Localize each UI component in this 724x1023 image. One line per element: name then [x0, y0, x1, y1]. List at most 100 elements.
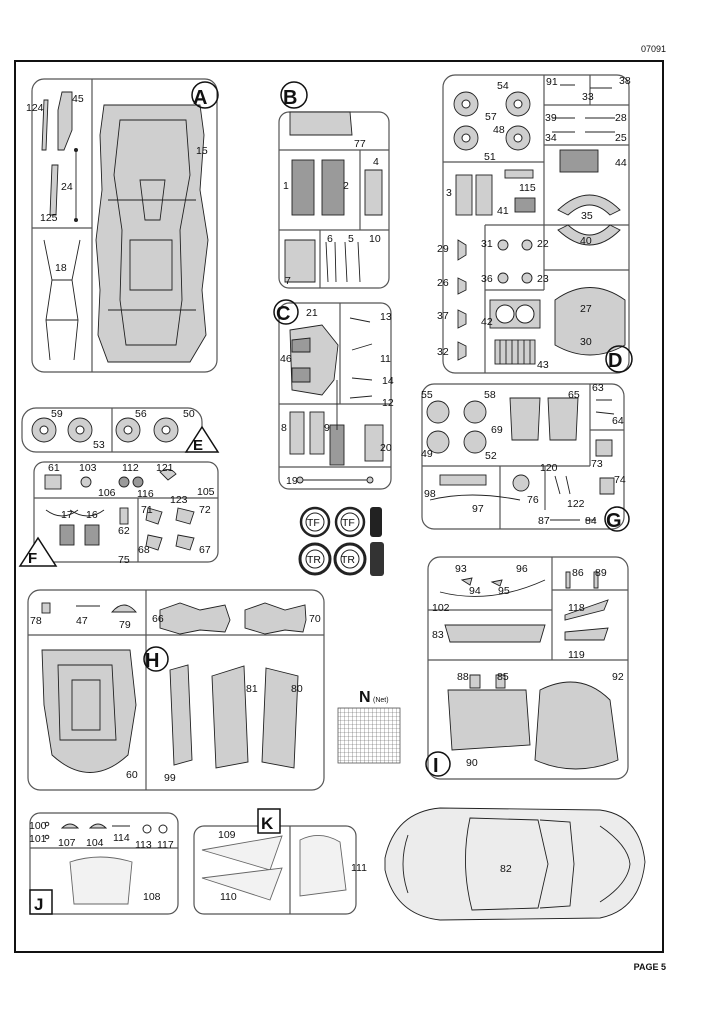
sprue-letter: A [193, 87, 207, 109]
part-number: 42 [481, 316, 493, 328]
part-number: 65 [568, 389, 580, 401]
svg-text:TF: TF [307, 517, 320, 529]
part-number: 80 [291, 683, 303, 695]
part-number: 18 [55, 262, 67, 274]
part-number: 110 [220, 891, 237, 903]
part-number: 91 [546, 76, 558, 88]
sprue-a: A 124 45 15 24 125 18 [26, 78, 219, 373]
part-number: 71 [141, 504, 153, 516]
part-number: 114 [113, 832, 130, 844]
part-number: 105 [197, 486, 215, 498]
part-number: 113 [135, 839, 152, 851]
part-number: 52 [485, 450, 497, 462]
part-number: 41 [497, 205, 509, 217]
part-number: 85 [497, 671, 509, 683]
part-number: 20 [380, 442, 392, 454]
part-number: 116 [137, 488, 154, 500]
part-number: 97 [472, 503, 484, 515]
tire-rear-1: TR [298, 542, 332, 576]
part-number: 27 [580, 303, 592, 315]
part-number: 62 [118, 525, 130, 537]
part-number: 115 [519, 182, 536, 194]
tire-front-1: TF [299, 506, 331, 538]
part-number: 70 [309, 613, 321, 625]
part-number: 15 [196, 145, 208, 157]
tire-front-2: TF [334, 506, 366, 538]
page-frame [14, 60, 664, 953]
sprue-e: E 59 53 56 50 [21, 407, 220, 454]
part-number: 100 [29, 820, 47, 832]
sprue-letter: J [34, 895, 43, 914]
part-number: 87 [538, 515, 550, 527]
part-number: 44 [615, 157, 627, 169]
part-number: 1 [283, 180, 289, 192]
part-number: 82 [500, 863, 512, 875]
part-number: 122 [567, 498, 585, 510]
part-number: 45 [72, 93, 84, 105]
sprue-letter: G [606, 510, 622, 532]
tire-rear-2: TR [333, 542, 367, 576]
part-number: 2 [343, 180, 349, 192]
part-number: 117 [157, 839, 174, 851]
part-number: 9 [324, 422, 330, 434]
part-number: 84 [585, 515, 597, 527]
tires: TF TF TR TR [298, 506, 384, 576]
part-number: 68 [138, 544, 150, 556]
part-number: 61 [48, 462, 60, 474]
part-number: 77 [354, 138, 366, 150]
part-number: 58 [484, 389, 496, 401]
part-number: 13 [380, 311, 392, 323]
part-number: 66 [152, 613, 164, 625]
part-number: 53 [93, 439, 105, 451]
part-number: 74 [614, 474, 626, 486]
svg-text:TR: TR [341, 554, 355, 566]
part-number: 17 [61, 509, 73, 521]
part-number: 34 [545, 132, 557, 144]
sprue-letter: B [283, 87, 297, 109]
sprue-letter: N [359, 689, 371, 706]
sprue-i: I 93 96 86 89 94 95 102 118 83 119 88 85… [425, 556, 629, 780]
part-number: 28 [615, 112, 627, 124]
part-number: 16 [86, 509, 98, 521]
part-number: 99 [164, 772, 176, 784]
part-number: 55 [421, 389, 433, 401]
part-number: 63 [592, 382, 604, 394]
part-number: 3 [446, 187, 452, 199]
part-number: 106 [98, 487, 116, 499]
part-number: 29 [437, 243, 449, 255]
sprue-letter: I [433, 755, 439, 777]
kit-code: 07091 [640, 44, 666, 54]
part-number: 48 [493, 124, 505, 136]
part-number: 57 [485, 111, 497, 123]
part-number: 60 [126, 769, 138, 781]
part-number: 5 [348, 233, 354, 245]
svg-text:TF: TF [342, 517, 355, 529]
part-number: 102 [432, 602, 450, 614]
sprue-letter: C [276, 303, 290, 325]
sprue-g: G 55 58 65 63 64 69 49 52 73 74 120 98 7… [421, 382, 630, 532]
part-number: 24 [61, 181, 73, 193]
part-number: 90 [466, 757, 478, 769]
part-number: 49 [421, 448, 433, 460]
part-number: 59 [51, 408, 63, 420]
part-number: 36 [481, 273, 493, 285]
part-number: 79 [119, 619, 131, 631]
part-number: 31 [481, 238, 493, 250]
part-number: 112 [122, 462, 139, 474]
part-number: 43 [537, 359, 549, 371]
part-number: 109 [218, 829, 236, 841]
part-number: 64 [612, 415, 624, 427]
part-number: 25 [615, 132, 627, 144]
part-number: 121 [156, 462, 174, 474]
part-number: 56 [135, 408, 147, 420]
part-number: 67 [199, 544, 211, 556]
part-number: 124 [26, 102, 44, 114]
part-number: 119 [568, 649, 585, 661]
part-number: 35 [581, 210, 593, 222]
part-number: 51 [484, 151, 496, 163]
part-number: 6 [327, 233, 333, 245]
sprue-b: B 77 1 2 4 6 5 10 7 [278, 81, 390, 289]
part-number: 123 [170, 494, 188, 506]
part-number: 86 [572, 567, 584, 579]
